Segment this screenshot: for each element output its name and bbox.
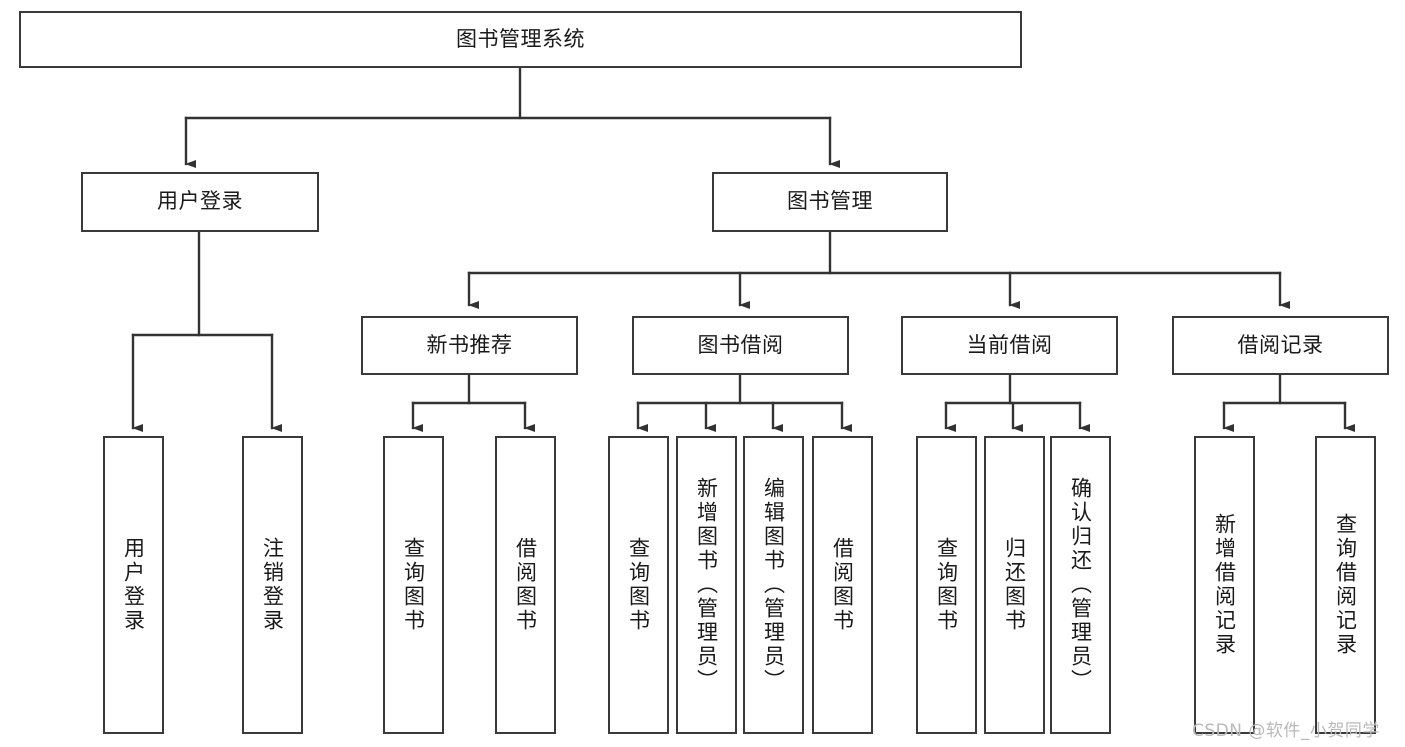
leaf-borrow-record-add[interactable]: 新增借阅记录: [1194, 436, 1255, 734]
leaf-current-borrow-query[interactable]: 查询图书: [916, 436, 977, 734]
leaf-label: 查询借阅记录: [1333, 513, 1358, 657]
node-root[interactable]: 图书管理系统: [19, 11, 1022, 68]
leaf-borrow-record-query[interactable]: 查询借阅记录: [1315, 436, 1376, 734]
leaf-label: 确认归还（管理员）: [1068, 477, 1093, 693]
leaf-label: 用户登录: [121, 537, 146, 633]
node-book-management-label: 图书管理: [787, 189, 873, 214]
leaf-label: 注销登录: [260, 537, 285, 633]
leaf-label: 查询图书: [934, 537, 959, 633]
leaf-label: 借阅图书: [513, 537, 538, 633]
leaf-book-borrow-edit[interactable]: 编辑图书（管理员）: [743, 436, 804, 734]
leaf-user-login-login[interactable]: 用户登录: [103, 436, 164, 734]
watermark: CSDN @软件_小贺同学: [1192, 721, 1380, 741]
leaf-book-borrow-query[interactable]: 查询图书: [608, 436, 669, 734]
leaf-label: 新增图书（管理员）: [694, 477, 719, 693]
node-borrow-record-label: 借阅记录: [1237, 332, 1324, 357]
node-root-label: 图书管理系统: [456, 26, 585, 51]
leaf-new-book-borrow[interactable]: 借阅图书: [495, 436, 556, 734]
node-new-book-recommend[interactable]: 新书推荐: [361, 316, 578, 375]
node-new-book-recommend-label: 新书推荐: [426, 332, 513, 357]
node-current-borrow[interactable]: 当前借阅: [901, 316, 1118, 375]
leaf-book-borrow-add[interactable]: 新增图书（管理员）: [676, 436, 737, 734]
leaf-label: 归还图书: [1002, 537, 1027, 633]
leaf-label: 查询图书: [401, 537, 426, 633]
node-book-management[interactable]: 图书管理: [712, 172, 948, 232]
leaf-book-borrow-borrow[interactable]: 借阅图书: [812, 436, 873, 734]
leaf-label: 编辑图书（管理员）: [761, 477, 786, 693]
leaf-label: 新增借阅记录: [1212, 513, 1237, 657]
node-book-borrow-label: 图书借阅: [697, 332, 784, 357]
node-user-login-label: 用户登录: [157, 189, 243, 214]
leaf-current-borrow-confirm[interactable]: 确认归还（管理员）: [1050, 436, 1111, 734]
node-current-borrow-label: 当前借阅: [966, 332, 1053, 357]
leaf-new-book-query[interactable]: 查询图书: [383, 436, 444, 734]
leaf-current-borrow-return[interactable]: 归还图书: [984, 436, 1045, 734]
leaf-label: 借阅图书: [830, 537, 855, 633]
node-user-login[interactable]: 用户登录: [81, 172, 319, 232]
leaf-label: 查询图书: [626, 537, 651, 633]
leaf-user-login-logout[interactable]: 注销登录: [242, 436, 303, 734]
node-borrow-record[interactable]: 借阅记录: [1172, 316, 1389, 375]
node-book-borrow[interactable]: 图书借阅: [632, 316, 849, 375]
